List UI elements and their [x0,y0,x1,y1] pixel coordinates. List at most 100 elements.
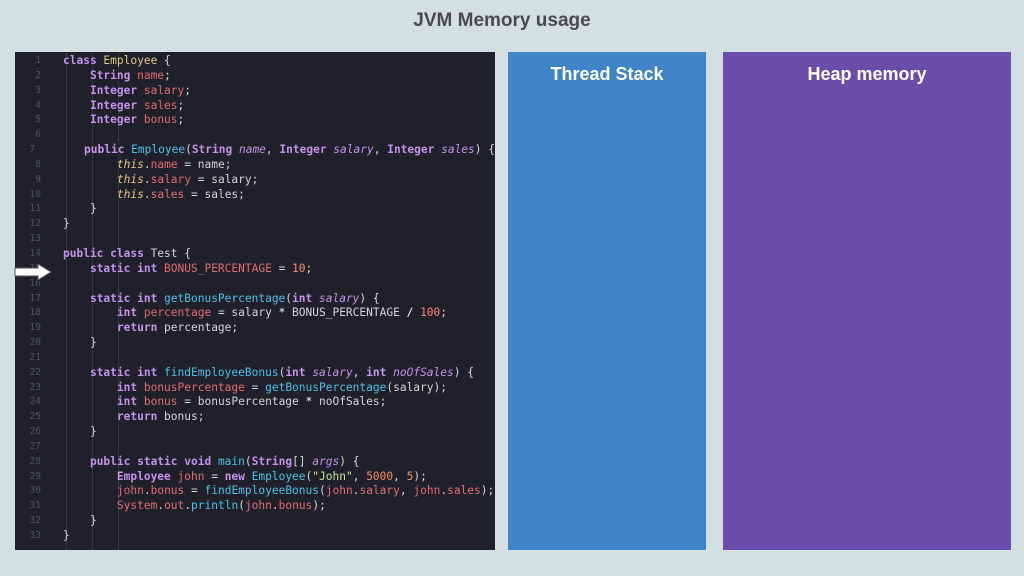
code-token: name [137,68,165,82]
code-line: 25 return bonus; [15,410,495,425]
line-number: 19 [29,322,41,334]
code-line: 18 int percentage = salary * BONUS_PERCE… [15,306,495,321]
code-token: ( [285,291,293,305]
line-number: 3 [35,84,41,96]
code-token: } [63,425,97,439]
code-token: . [352,484,360,498]
code-token: out [164,499,185,513]
line-number: 4 [35,99,41,111]
code-line: 30 john.bonus = findEmployeeBonus(john.s… [15,484,495,499]
code-token: System [116,499,158,513]
code-text: return bonus; [63,410,205,425]
code-token [63,99,90,112]
code-token: noOfSales; [312,395,387,409]
code-token: john [325,484,353,498]
line-number: 17 [29,292,41,304]
code-token: { [164,54,171,67]
code-token: ) { [474,143,495,157]
code-line: 6 [15,128,495,143]
code-token: 5000 [366,469,394,483]
code-token: Integer [89,113,144,127]
code-token: ( [278,365,286,379]
code-token [63,158,117,171]
code-token: ( [305,469,313,483]
code-token: this [116,187,144,201]
code-token: Integer [279,143,334,157]
code-token: ( [319,484,326,498]
code-token: . [184,499,192,513]
line-number: 7 [29,144,36,156]
code-token: = [244,380,266,394]
code-token: findEmployeeBonus [164,365,279,379]
code-token: String [251,454,293,468]
code-line: 33} [15,529,495,544]
code-token: percentage; [164,321,239,335]
line-number: 16 [29,277,41,289]
thread-stack-title: Thread Stack [550,64,664,84]
code-line: 16 [15,277,495,292]
code-token: bonusPercentage [143,380,245,394]
code-token: . [440,484,448,498]
code-line: 10 this.sales = sales; [15,188,495,203]
code-line: 8 this.name = name; [15,158,495,173]
code-line: 24 int bonus = bonusPercentage * noOfSal… [15,395,495,410]
code-token [63,84,90,97]
code-token: int [366,365,394,379]
code-text: } [63,529,70,544]
code-token: Employee [251,469,306,483]
code-token: 10 [292,261,306,275]
code-text: } [63,202,97,217]
code-token: sales [447,484,481,498]
line-number: 6 [35,129,41,141]
code-line: 28 public static void main(String[] args… [15,455,495,470]
code-line: 22 static int findEmployeeBonus(int sala… [15,366,495,381]
code-text: public Employee(String name, Integer sal… [57,143,495,158]
code-line: 5 Integer bonus; [15,113,495,128]
code-line: 29 Employee john = new Employee("John", … [15,470,495,485]
code-text: Integer sales; [63,99,184,114]
code-token: john [413,484,441,498]
code-token: * [278,306,286,320]
code-token: . [143,172,151,186]
code-token: = [184,484,205,498]
code-token: ) { [339,454,360,468]
code-token: ) { [453,365,474,379]
code-line: 15 static int BONUS_PERCENTAGE = 10; [15,262,495,277]
code-token: noOfSales [393,365,454,379]
code-token: bonus [150,484,185,498]
code-token: ; [177,113,185,127]
code-token: args [312,454,340,468]
code-text: Integer salary; [63,84,191,99]
page-title: JVM Memory usage [413,10,591,31]
code-token: int [285,365,313,379]
code-token [63,381,117,394]
code-token: , [352,469,367,483]
code-token: int [116,380,144,394]
line-number: 33 [29,530,41,541]
line-number: 31 [29,500,41,512]
code-line: 19 return percentage; [15,321,495,336]
code-text: System.out.println(john.bonus); [63,499,326,514]
code-token: name [238,143,266,157]
code-token: = sales; [184,187,245,201]
code-token: BONUS_PERCENTAGE [164,261,272,275]
code-token: int [292,291,319,305]
code-token: salary [150,172,192,186]
line-number: 24 [29,396,41,408]
code-token: ; [440,306,448,320]
code-token: bonus [143,113,178,127]
line-number: 32 [29,515,41,527]
code-token: } [63,336,97,350]
code-token: ; [305,261,313,275]
code-token [63,113,90,126]
line-number: 5 [35,114,41,126]
code-token: Employee [103,54,165,67]
code-token: static int [89,261,165,275]
code-token [63,292,90,305]
code-token [63,321,117,334]
code-token: ); [480,484,495,498]
thread-stack-column: Thread Stack [508,52,706,550]
